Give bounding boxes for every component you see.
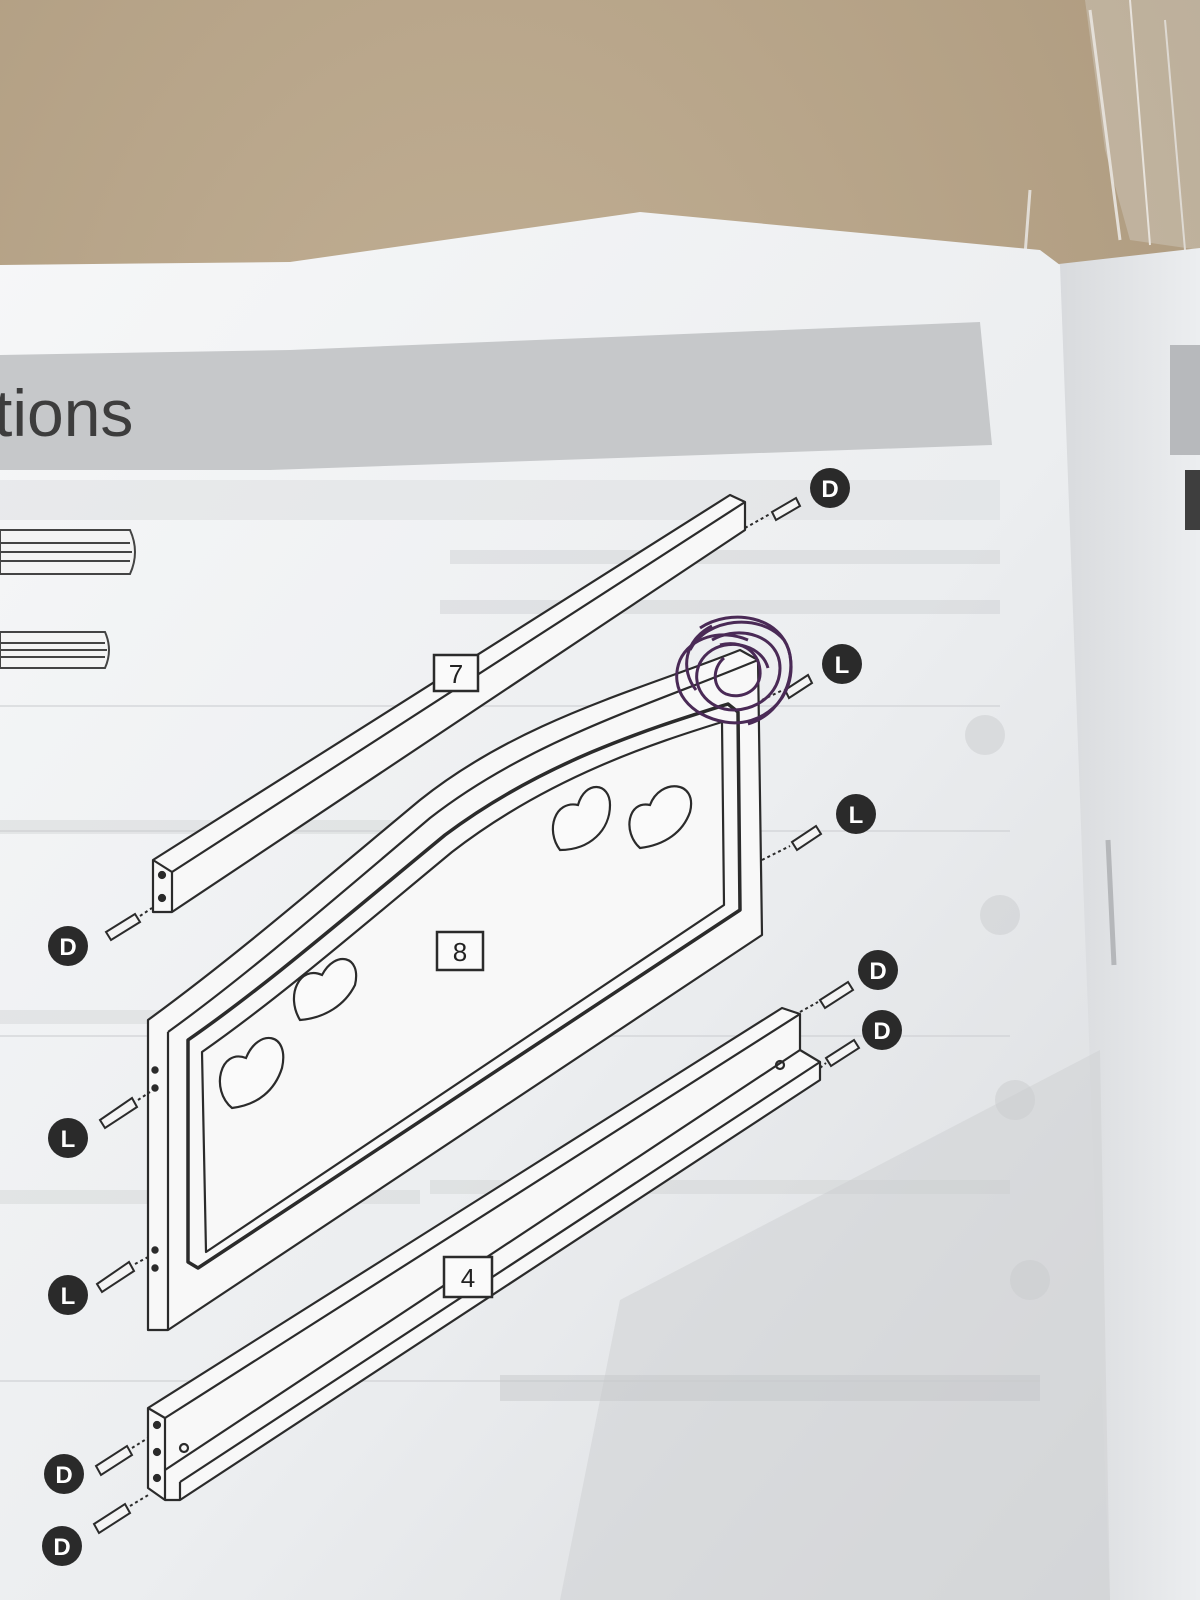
dowel-l-mid-right — [761, 824, 823, 861]
part-label-7: 7 — [432, 653, 480, 693]
svg-text:L: L — [835, 652, 850, 679]
plastic-wrap — [1023, 0, 1200, 256]
dowel-l-left-lower — [95, 1255, 151, 1294]
svg-text:D: D — [873, 1018, 890, 1045]
part-label-8: 8 — [435, 930, 485, 972]
svg-text:L: L — [849, 802, 864, 829]
hardware-badge-l: L — [822, 644, 862, 684]
dowel-d-left-lower — [92, 1493, 151, 1535]
dowel-l-left-upper — [98, 1091, 151, 1130]
svg-text:7: 7 — [449, 659, 463, 689]
section-title: tions — [0, 376, 133, 450]
dowel-d-left-upper — [94, 1437, 149, 1477]
hardware-badge-d: D — [810, 468, 850, 508]
pen-circle-mark — [675, 615, 793, 726]
hardware-badge-d: D — [862, 1010, 902, 1050]
svg-text:D: D — [53, 1534, 70, 1561]
hardware-badge-d: D — [48, 926, 88, 966]
heart-cutouts — [218, 785, 693, 1110]
dowel-d-right-lower — [819, 1038, 861, 1069]
svg-text:D: D — [821, 476, 838, 503]
svg-text:D: D — [869, 958, 886, 985]
svg-text:8: 8 — [453, 937, 467, 967]
svg-text:4: 4 — [461, 1263, 475, 1293]
hardware-badge-d: D — [42, 1526, 82, 1566]
svg-text:D: D — [59, 934, 76, 961]
dowel-l-top-right — [761, 673, 814, 701]
dowel-top-right — [744, 496, 802, 529]
part-4-bottom-rail — [146, 1006, 822, 1502]
hardware-badge-d: D — [44, 1454, 84, 1494]
hardware-badge-d: D — [858, 950, 898, 990]
part-label-4: 4 — [442, 1255, 494, 1299]
hardware-badge-l: L — [836, 794, 876, 834]
dowel-pins — [92, 496, 861, 1535]
parts-list-dowels — [0, 529, 136, 669]
section-header-band — [0, 322, 992, 470]
svg-text:L: L — [61, 1283, 76, 1310]
svg-text:D: D — [55, 1462, 72, 1489]
dowel-top-left — [104, 907, 153, 942]
svg-text:L: L — [61, 1126, 76, 1153]
hardware-badge-l: L — [48, 1275, 88, 1315]
dowel-d-right-upper — [799, 980, 855, 1013]
hardware-badge-l: L — [48, 1118, 88, 1158]
